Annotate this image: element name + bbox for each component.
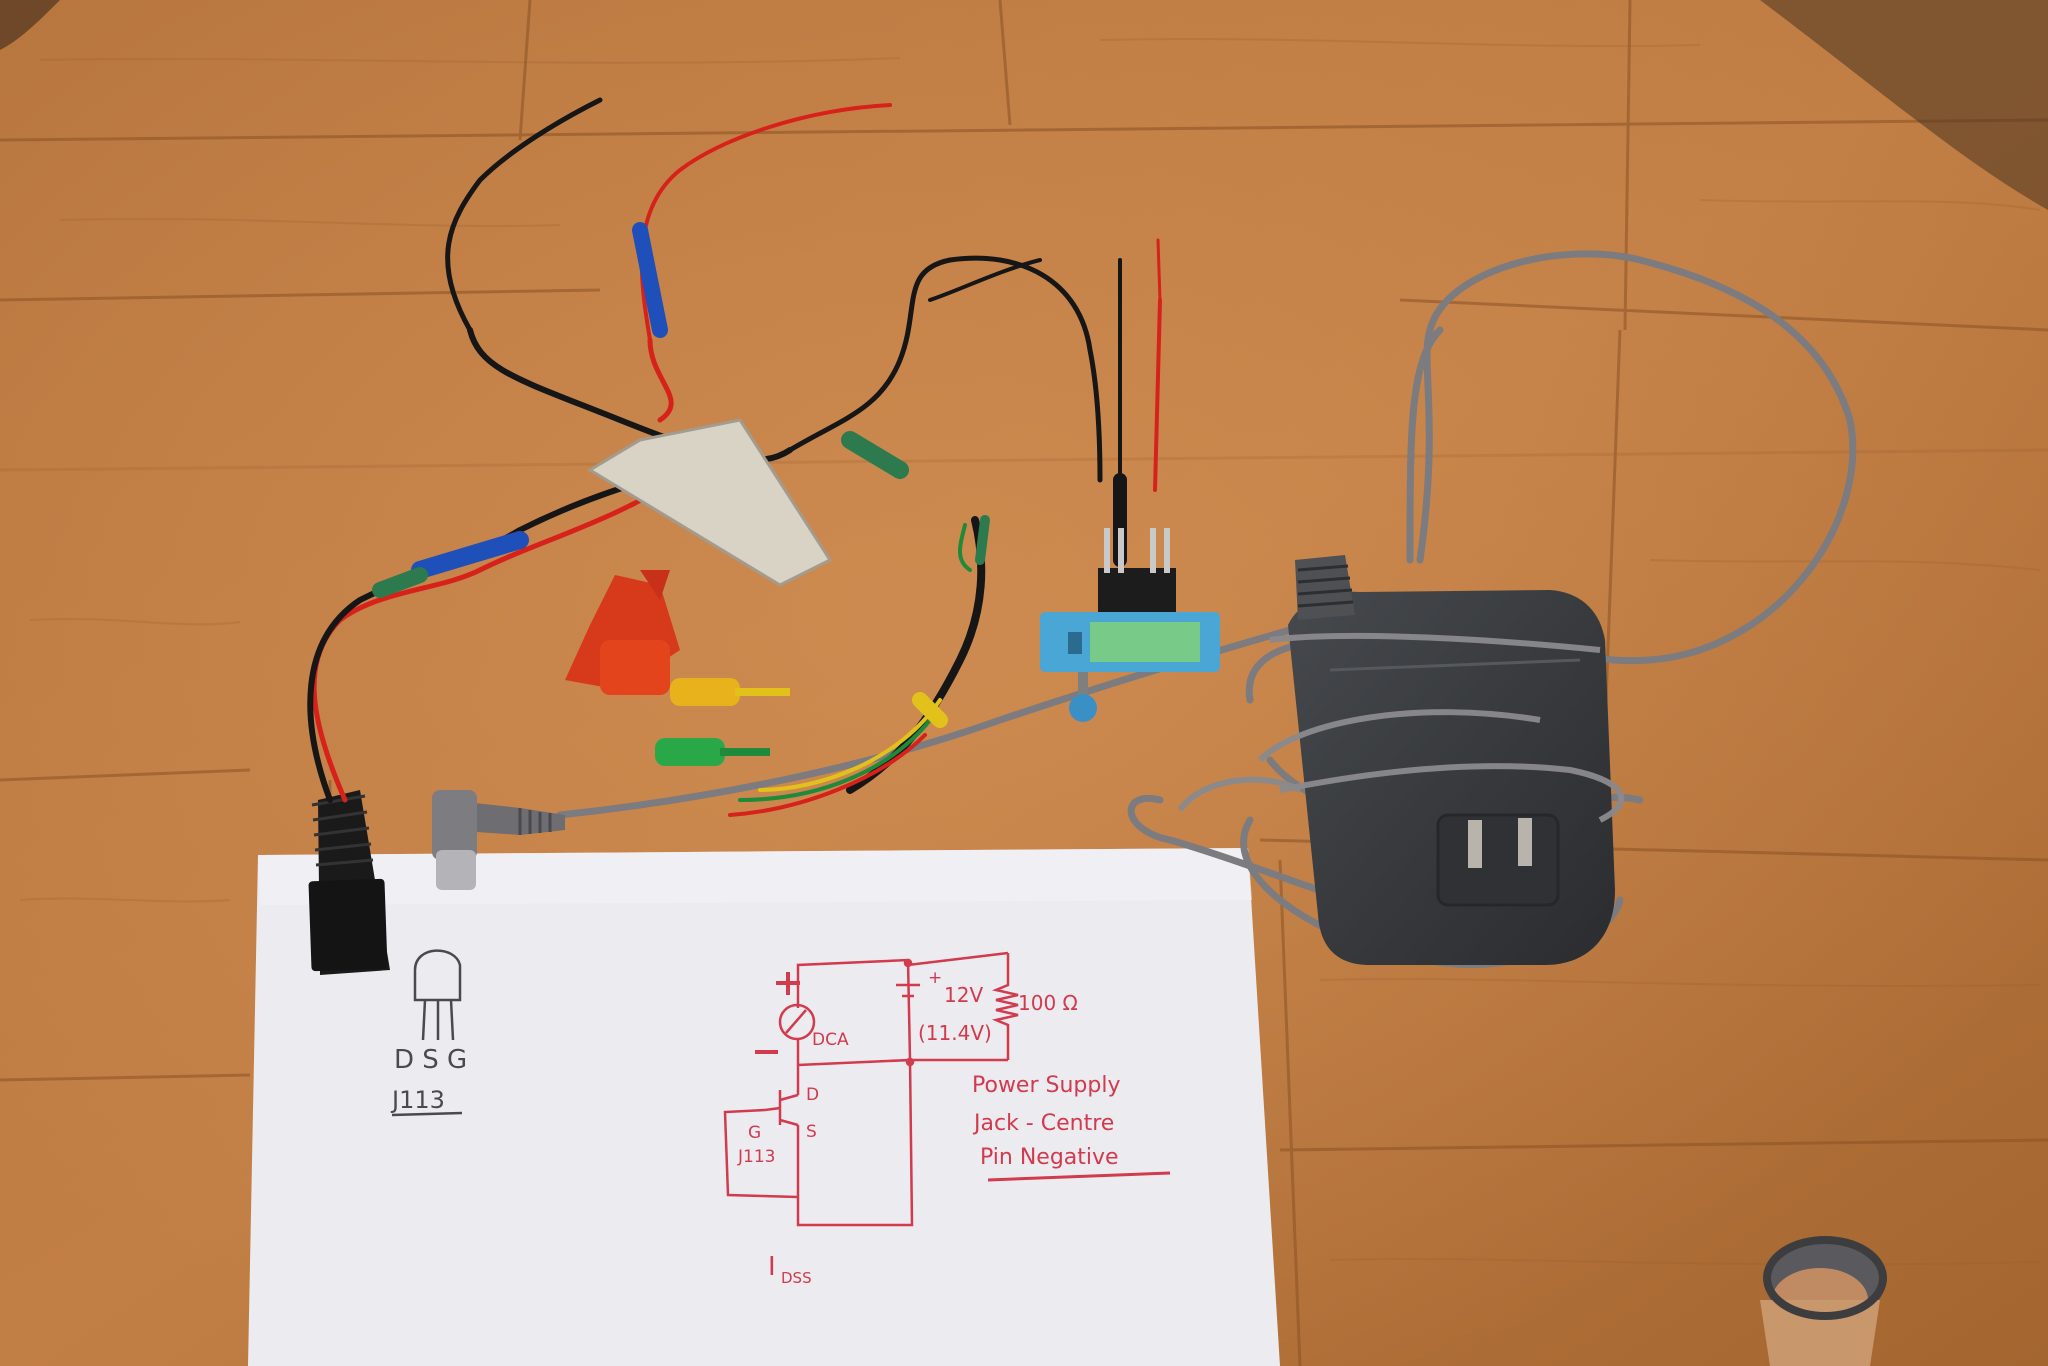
to92-outline (413, 949, 462, 1002)
note-underline (987, 1171, 1171, 1182)
jfet-part-label: J113 (737, 1147, 775, 1167)
battery-plus-label: + (928, 968, 942, 988)
note-line-2: Jack - Centre (972, 1111, 1114, 1136)
gate-label: G (748, 1123, 761, 1143)
wood-grain (19, 37, 2041, 1266)
cable-loops-over-adapter (1177, 632, 1625, 823)
pinout-pins-label: D S G (394, 1045, 467, 1075)
top-wire (907, 951, 1009, 967)
chair-leg (1760, 1236, 1887, 1366)
blue-slide-switch (1040, 528, 1220, 722)
adapter-plug-recess (1436, 813, 1560, 907)
pin-header (1098, 568, 1176, 616)
green-test-hook (655, 738, 725, 766)
ammeter-label: DCA (812, 1030, 849, 1050)
current-symbol: I (768, 1252, 776, 1282)
source-label: S (806, 1122, 817, 1142)
jfet-test-schematic (723, 951, 1171, 1227)
note-line-1: Power Supply (972, 1073, 1120, 1098)
current-subscript: DSS (781, 1269, 812, 1287)
transistor-pinout-drawing (391, 949, 463, 1117)
black-dc-jack (308, 790, 390, 975)
paper-sheet (248, 848, 1280, 1366)
resistor-label: 100 Ω (1018, 991, 1078, 1015)
pinout-part-label: J113 (390, 1086, 445, 1114)
adapter-prong-right (1518, 818, 1532, 866)
drain-label: D (806, 1085, 819, 1105)
ceramic-resistor (587, 418, 833, 587)
right-angle-dc-plug (432, 790, 565, 890)
wiring-harness (307, 97, 1162, 817)
barrel-tip (436, 850, 476, 890)
battery-measured-label: (11.4V) (918, 1021, 992, 1045)
note-line-3: Pin Negative (980, 1145, 1119, 1170)
sketch-paper (248, 848, 1280, 1366)
battery-voltage-label: 12V (944, 983, 983, 1007)
blue-capacitor (1069, 694, 1097, 722)
adapter-prong-left (1468, 820, 1482, 868)
wall-adapter (1288, 555, 1615, 965)
yellow-test-hook (670, 678, 740, 706)
corner-shadow (1760, 0, 2048, 210)
test-hook-clips (565, 570, 790, 766)
resistor-zigzag (991, 953, 1019, 1060)
